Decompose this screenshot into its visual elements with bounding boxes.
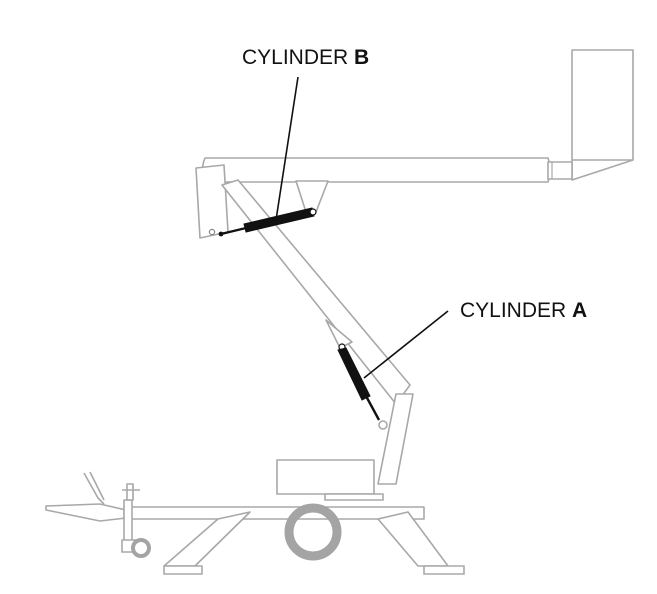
cylinder-a-label-letter: A xyxy=(572,299,588,322)
main-wheel xyxy=(284,503,342,561)
cylinder-a-label: CYLINDER A xyxy=(460,299,587,323)
outrigger-front xyxy=(163,511,251,575)
cylinder-a-leader-line xyxy=(363,310,449,379)
platform-basket xyxy=(571,49,634,181)
lift-column xyxy=(377,393,414,485)
turntable-housing xyxy=(276,459,384,501)
boom-head-bracket xyxy=(195,164,229,239)
cylinder-b-label-prefix: CYLINDER xyxy=(242,46,355,69)
cylinder-a-mount-bracket xyxy=(325,319,353,349)
cylinder-b-label: CYLINDER B xyxy=(242,46,369,70)
cylinder-b-mount-bracket xyxy=(295,180,329,213)
cylinder-b-label-letter: B xyxy=(354,46,370,69)
cylinder-a xyxy=(337,343,381,421)
outrigger-rear xyxy=(377,511,465,575)
chassis xyxy=(45,471,425,558)
cylinder-b-leader-line xyxy=(275,76,299,221)
upper-boom xyxy=(201,157,573,183)
cylinder-b xyxy=(218,207,317,237)
cylinder-a-label-prefix: CYLINDER xyxy=(460,299,573,322)
